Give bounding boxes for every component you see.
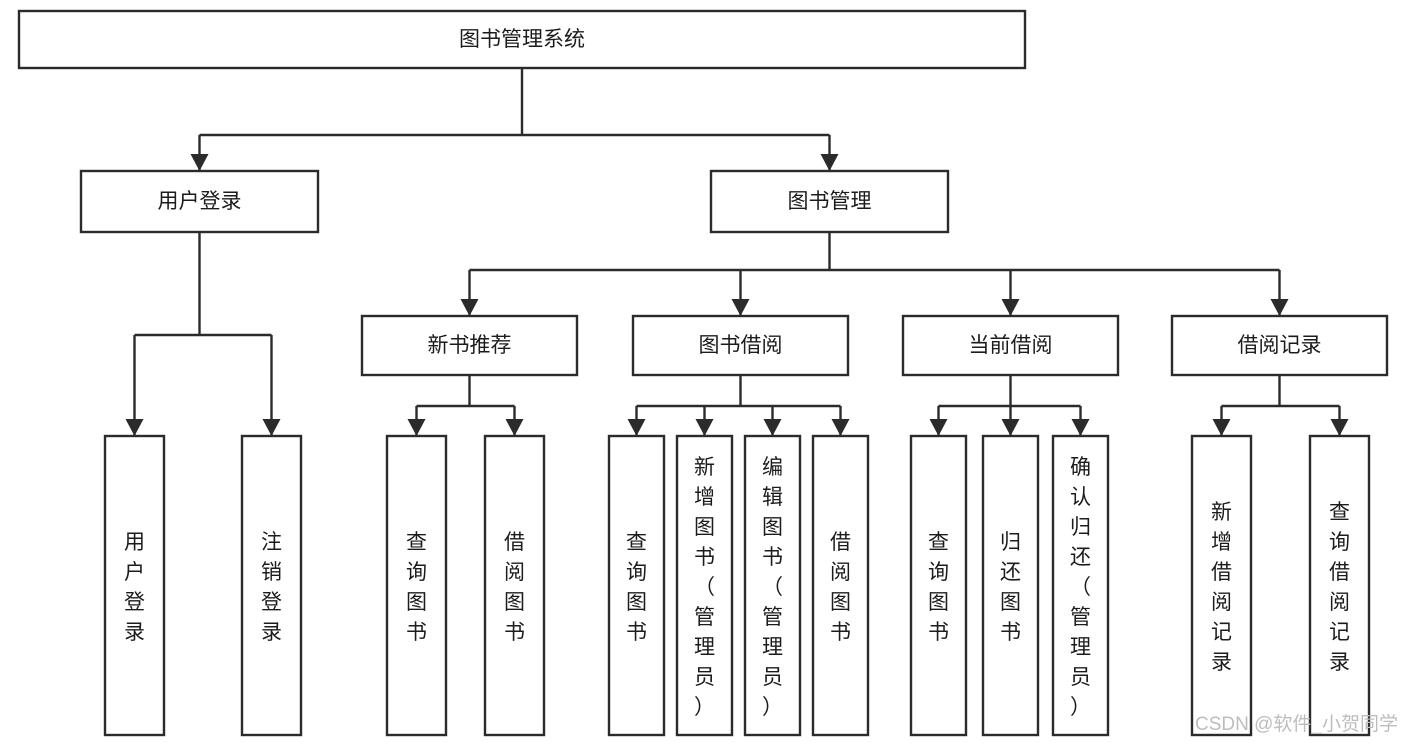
node-box-leaf-add-book	[675, 434, 734, 737]
connector-layer	[125, 68, 1349, 436]
node-label-book-borrow: 图书借阅	[699, 334, 783, 357]
node-current-borrow[interactable]: 当前借阅	[901, 314, 1120, 377]
node-box-borrow-record	[1170, 314, 1389, 377]
node-book-borrow[interactable]: 图书借阅	[631, 314, 850, 377]
node-leaf-add-borrow-record[interactable]: 新增借阅记录	[1190, 434, 1253, 737]
node-box-leaf-user-login	[103, 434, 166, 737]
node-box-leaf-add-borrow-record	[1190, 434, 1253, 737]
arrow-head-icon	[763, 419, 782, 436]
arrow-head-icon	[627, 419, 646, 436]
node-label-leaf-borrow-book: 借阅图书	[830, 531, 851, 644]
arrow-head-icon	[1001, 419, 1020, 436]
node-label-root: 图书管理系统	[459, 28, 585, 51]
node-box-leaf-query-book-cur	[909, 434, 968, 737]
node-leaf-query-book-rec[interactable]: 查询图书	[385, 434, 448, 737]
node-label-leaf-logout-login: 注销登录	[261, 531, 282, 644]
arrow-head-icon	[695, 419, 714, 436]
node-leaf-add-book[interactable]: 新增图书（管理员）	[675, 434, 734, 737]
node-box-leaf-borrow-book-rec	[483, 434, 546, 737]
node-book-manage[interactable]: 图书管理	[709, 169, 950, 234]
arrow-head-icon	[262, 419, 281, 436]
arrow-head-icon	[929, 419, 948, 436]
node-label-new-book-rec: 新书推荐	[428, 334, 512, 357]
node-box-leaf-query-book-borrow	[607, 434, 666, 737]
arrow-head-icon	[1330, 419, 1349, 436]
arrow-head-icon	[1212, 419, 1231, 436]
node-new-book-rec[interactable]: 新书推荐	[360, 314, 579, 377]
arrow-head-icon	[1001, 299, 1020, 316]
node-leaf-user-login[interactable]: 用户登录	[103, 434, 166, 737]
node-label-leaf-return-book: 归还图书	[1000, 531, 1021, 644]
node-leaf-query-book-cur[interactable]: 查询图书	[909, 434, 968, 737]
node-root[interactable]: 图书管理系统	[17, 9, 1027, 70]
arrow-head-icon	[505, 419, 524, 436]
node-box-leaf-edit-book	[743, 434, 802, 737]
node-box-leaf-borrow-book	[811, 434, 870, 737]
arrow-head-icon	[407, 419, 426, 436]
node-label-book-manage: 图书管理	[788, 190, 872, 213]
node-borrow-record[interactable]: 借阅记录	[1170, 314, 1389, 377]
node-label-leaf-confirm-return: 确认归还（管理员）	[1070, 456, 1091, 719]
node-label-current-borrow: 当前借阅	[969, 334, 1053, 357]
node-label-leaf-query-book-borrow: 查询图书	[626, 531, 647, 644]
node-label-leaf-query-book-rec: 查询图书	[406, 531, 427, 644]
node-label-leaf-add-book: 新增图书（管理员）	[694, 456, 715, 719]
arrow-head-icon	[1071, 419, 1090, 436]
node-layer: 图书管理系统用户登录图书管理新书推荐图书借阅当前借阅借阅记录用户登录注销登录查询…	[17, 9, 1389, 737]
arrow-head-icon	[731, 299, 750, 316]
node-leaf-confirm-return[interactable]: 确认归还（管理员）	[1051, 434, 1110, 737]
node-leaf-logout-login[interactable]: 注销登录	[240, 434, 303, 737]
node-box-book-manage	[709, 169, 950, 234]
arrow-head-icon	[460, 299, 479, 316]
node-leaf-query-borrow-record[interactable]: 查询借阅记录	[1308, 434, 1371, 737]
arrow-head-icon	[831, 419, 850, 436]
csdn-watermark: CSDN @软件_小贺同学	[1195, 713, 1398, 735]
node-leaf-return-book[interactable]: 归还图书	[981, 434, 1040, 737]
node-box-leaf-return-book	[981, 434, 1040, 737]
node-box-user-login	[79, 169, 320, 234]
arrow-head-icon	[820, 154, 839, 171]
node-box-leaf-confirm-return	[1051, 434, 1110, 737]
node-box-leaf-query-book-rec	[385, 434, 448, 737]
node-user-login[interactable]: 用户登录	[79, 169, 320, 234]
node-leaf-edit-book[interactable]: 编辑图书（管理员）	[743, 434, 802, 737]
node-label-borrow-record: 借阅记录	[1238, 334, 1322, 357]
node-leaf-borrow-book[interactable]: 借阅图书	[811, 434, 870, 737]
node-box-root	[17, 9, 1027, 70]
node-label-leaf-borrow-book-rec: 借阅图书	[504, 531, 525, 644]
arrow-head-icon	[190, 154, 209, 171]
node-leaf-query-book-borrow[interactable]: 查询图书	[607, 434, 666, 737]
arrow-head-icon	[1270, 299, 1289, 316]
node-label-leaf-query-borrow-record: 查询借阅记录	[1329, 501, 1350, 674]
node-label-leaf-user-login: 用户登录	[124, 531, 145, 644]
node-box-leaf-logout-login	[240, 434, 303, 737]
node-box-new-book-rec	[360, 314, 579, 377]
node-label-leaf-edit-book: 编辑图书（管理员）	[762, 456, 783, 719]
node-label-leaf-query-book-cur: 查询图书	[928, 531, 949, 644]
node-label-leaf-add-borrow-record: 新增借阅记录	[1211, 501, 1232, 674]
arrow-head-icon	[125, 419, 144, 436]
node-box-leaf-query-borrow-record	[1308, 434, 1371, 737]
node-leaf-borrow-book-rec[interactable]: 借阅图书	[483, 434, 546, 737]
node-label-user-login: 用户登录	[158, 190, 242, 213]
node-box-book-borrow	[631, 314, 850, 377]
node-box-current-borrow	[901, 314, 1120, 377]
